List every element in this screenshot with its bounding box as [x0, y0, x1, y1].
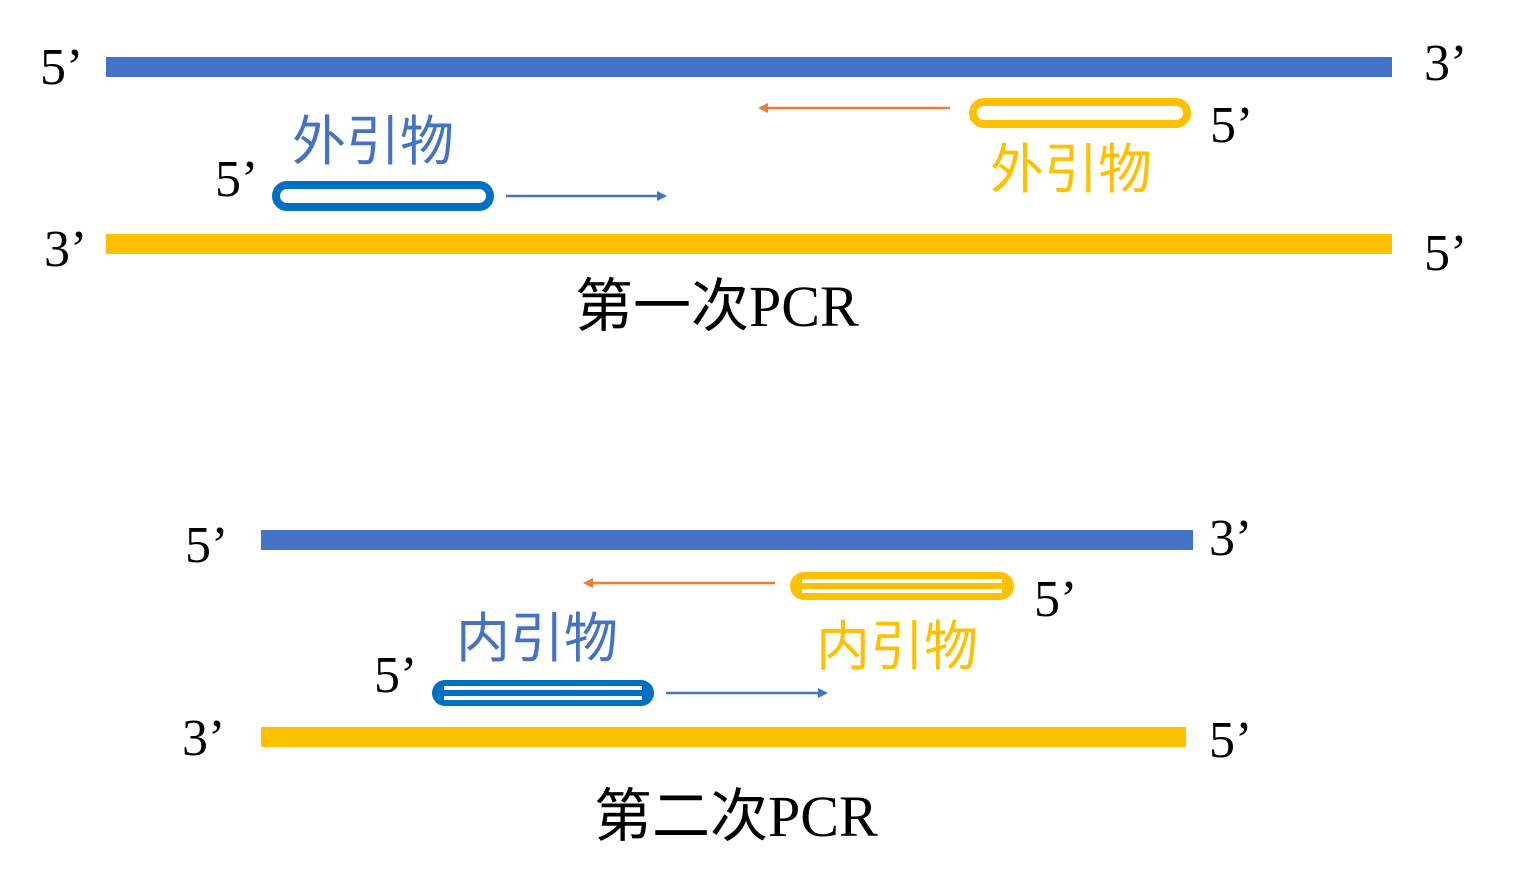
bottom-strand [106, 234, 1392, 254]
top-strand [261, 530, 1193, 550]
primer-label: 内引物 [456, 607, 618, 670]
primer-label: 内引物 [816, 615, 978, 678]
primer-bar-stripe [802, 589, 1002, 593]
primer-label: 外引物 [990, 138, 1152, 201]
reverse-outer-primer: 5’ 外引物 [758, 97, 1253, 201]
panel-second-pcr: 5’ 3’ 3’ 5’ 5’ 内引物 5’ 内引物 第二次PCR [182, 510, 1252, 849]
forward-outer-primer: 5’ 外引物 [215, 110, 667, 211]
primer-bar [432, 680, 654, 706]
primer-5-prime-label: 5’ [1210, 97, 1253, 154]
panel-title: 第一次PCR [575, 274, 859, 339]
top-strand-left-end: 5’ [40, 39, 83, 96]
primer-5-prime-label: 5’ [215, 151, 258, 208]
primer-label: 外引物 [292, 110, 454, 173]
panel-first-pcr: 5’ 3’ 3’ 5’ 5’ 外引物 5’ 外引物 第一次PCR [40, 35, 1467, 339]
panel-title: 第二次PCR [594, 784, 878, 849]
primer-bar [272, 181, 494, 211]
top-strand-left-end: 5’ [185, 517, 228, 574]
top-strand-right-end: 3’ [1209, 510, 1252, 567]
primer-5-prime-label: 5’ [374, 647, 417, 704]
bottom-strand-left-end: 3’ [44, 221, 87, 278]
bottom-strand [261, 727, 1186, 747]
primer-bar [790, 572, 1014, 600]
bottom-strand-left-end: 3’ [182, 710, 225, 767]
bottom-strand-right-end: 5’ [1209, 712, 1252, 769]
top-strand-right-end: 3’ [1424, 35, 1467, 92]
primer-bar-stripe [802, 579, 1002, 583]
bottom-strand-right-end: 5’ [1424, 225, 1467, 282]
primer-5-prime-label: 5’ [1034, 571, 1077, 628]
forward-inner-primer: 5’ 内引物 [374, 607, 828, 706]
top-strand [106, 57, 1392, 77]
reverse-inner-primer: 5’ 内引物 [583, 571, 1077, 678]
primer-bar-stripe [444, 696, 642, 700]
primer-bar [969, 98, 1191, 128]
primer-bar-stripe [444, 686, 642, 690]
